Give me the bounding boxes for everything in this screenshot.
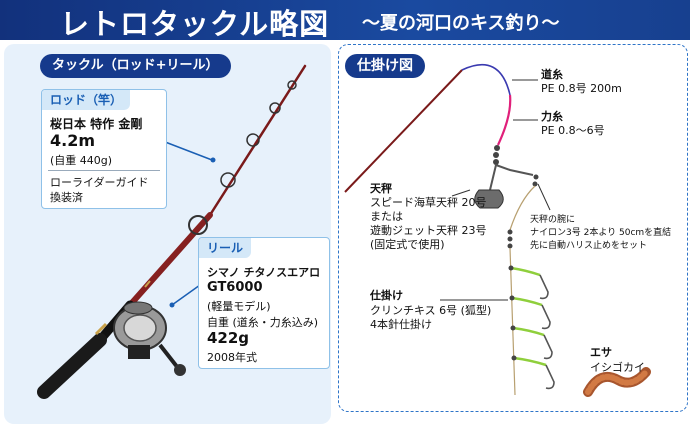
rod-card: ロッド（竿） 桜日本 特作 金剛 4.2m (自重 440g) ローライダーガイ… (41, 89, 167, 209)
mainline-line (461, 63, 511, 96)
sinker-icon (474, 189, 504, 209)
clip-icon (507, 229, 513, 249)
rig-label: 仕掛け図 (345, 54, 425, 78)
shikake-name: 仕掛け (370, 289, 403, 302)
guide-icon (287, 80, 297, 90)
rod-weight: (自重 440g) (50, 154, 113, 167)
reel-icon (113, 301, 186, 376)
hook-icon (510, 266, 549, 300)
hook-icon (511, 296, 551, 330)
nylon-line (509, 185, 536, 231)
tenbin-callout-line (451, 189, 471, 197)
rod-mid (127, 212, 213, 308)
arm-note-3: 先に自動ハリス止めをセット (530, 241, 648, 251)
page-subtitle: 〜夏の河口のキス釣り〜 (362, 13, 560, 34)
rod-name: 桜日本 特作 金剛 (50, 117, 143, 131)
page-title: レトロタックル略図 (60, 7, 330, 41)
reel-name-1: シマノ チタノスエアロ (207, 266, 321, 279)
tenbin-line-2: または (370, 210, 403, 223)
swivel-icon (493, 145, 500, 165)
rod-length: 4.2m (50, 131, 96, 150)
tenbin-line-3: 遊動ジェット天秤 23号 (370, 224, 487, 237)
shikake-line-1: クリンチキス 6号 (狐型) (370, 304, 492, 317)
mainline-spec: PE 0.8号 200m (541, 82, 622, 95)
shikake-mainline (509, 247, 516, 396)
reel-card: リール シマノ チタノスエアロ GT6000 (軽量モデル) 自重 (道糸・力糸… (198, 237, 330, 369)
arm-callout-line (537, 183, 551, 211)
tenbin-line-1: スピード海草天秤 20号 (370, 196, 487, 209)
reel-callout-line (171, 284, 201, 306)
reel-model-note: (軽量モデル) (207, 300, 271, 313)
header-bar: レトロタックル略図 〜夏の河口のキス釣り〜 (0, 0, 690, 41)
tenbin-arm (495, 164, 534, 176)
leader-line (497, 94, 512, 146)
tenbin-line-4: (固定式で使用) (370, 238, 445, 251)
arm-note-2: ナイロン3号 2本より 50cmを直結 (530, 228, 672, 238)
bait-name: エサ (590, 346, 612, 359)
guide-icon (246, 133, 260, 147)
guide-icon (220, 172, 236, 188)
reel-card-label: リール (199, 238, 252, 258)
hook-icon (513, 356, 555, 390)
rod-guide-1: ローライダーガイド (50, 176, 149, 189)
rod-guide-2: 換装済 (50, 191, 83, 204)
reel-year: 2008年式 (207, 351, 257, 364)
reel-weight: 422g (207, 329, 250, 347)
rod-card-label: ロッド（竿） (42, 90, 131, 110)
tenbin-name: 天秤 (370, 182, 392, 195)
guide-icon (188, 215, 208, 235)
shikake-line-2: 4本針仕掛け (370, 318, 432, 331)
rod-tip (208, 64, 307, 217)
reel-name-2: GT6000 (207, 280, 263, 295)
rod-callout-line (159, 139, 213, 161)
worm-icon (583, 367, 651, 397)
reel-weight-label: 自重 (道糸・力糸込み) (207, 316, 319, 329)
rod-grip (37, 333, 107, 399)
arm-note-1: 天秤の腕に (530, 215, 576, 225)
bait-spec: イシゴカイ (590, 361, 645, 374)
rig-rod-tip (344, 69, 463, 193)
hook-icon (512, 326, 553, 360)
mainline-name: 道糸 (541, 68, 563, 81)
guide-icon (269, 102, 281, 114)
leader-name: 力糸 (541, 110, 563, 123)
leader-spec: PE 0.8〜6号 (541, 124, 605, 137)
tackle-label: タックル（ロッド+リール） (40, 54, 231, 78)
